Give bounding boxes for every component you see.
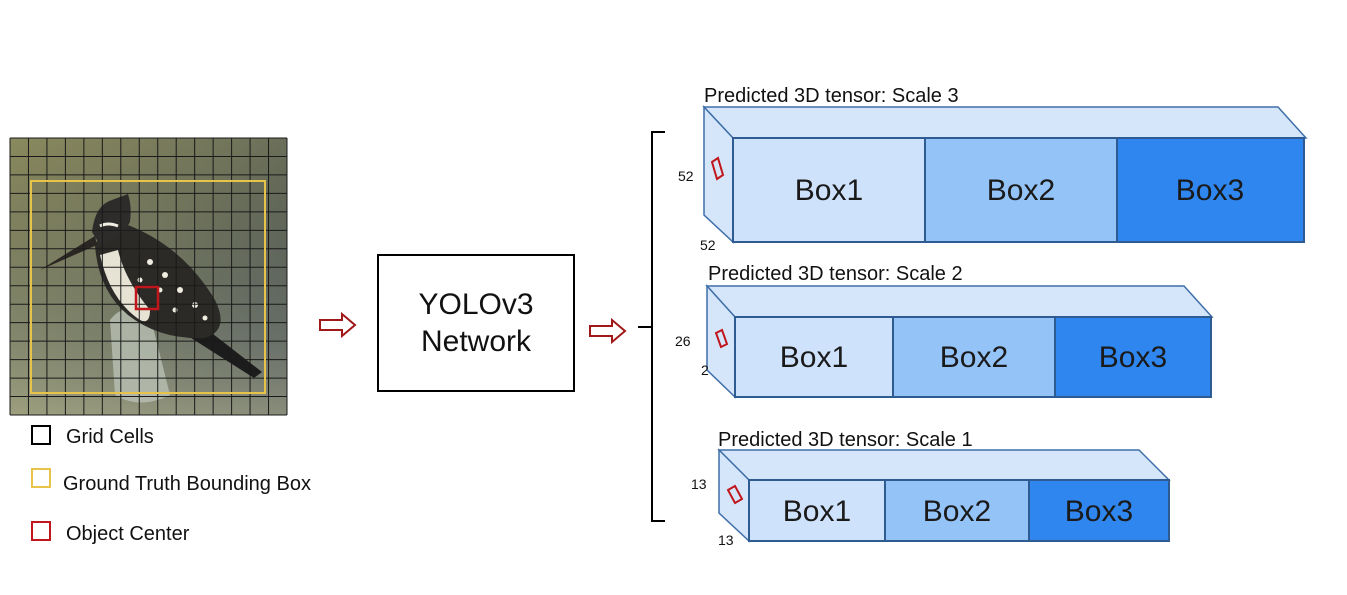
grid-cells-label: Grid Cells xyxy=(66,426,154,448)
object-center-swatch xyxy=(31,521,51,541)
tensor-title-scale-3: Predicted 3D tensor: Scale 3 xyxy=(704,85,959,107)
grid-cells xyxy=(9,137,288,416)
grid-cells-swatch xyxy=(31,425,51,445)
tensor-box-label: Box2 xyxy=(923,495,991,528)
ground-truth-swatch xyxy=(31,468,51,488)
tensor-box-label: Box3 xyxy=(1099,341,1167,374)
tensor-scale-3: Box1 Box2 Box3 xyxy=(702,105,1308,244)
tensor-box-label: Box1 xyxy=(795,174,863,207)
tensor-box-label: Box2 xyxy=(987,174,1055,207)
bird-photo xyxy=(10,138,287,415)
tensor-box-label: Box3 xyxy=(1065,495,1133,528)
tensor-box-label: Box1 xyxy=(780,341,848,374)
ground-truth-label: Ground Truth Bounding Box xyxy=(63,473,311,495)
tensor-title-scale-2: Predicted 3D tensor: Scale 2 xyxy=(708,263,963,285)
object-center-label: Object Center xyxy=(66,523,190,545)
tensor-scale-1: Box1 Box2 Box3 xyxy=(717,448,1171,543)
tensor-dim-height: 26 xyxy=(675,333,691,349)
network-title-line1: YOLOv3 xyxy=(418,288,534,321)
yolov3-network-box: YOLOv3 Network xyxy=(377,254,575,392)
network-title-line2: Network xyxy=(420,325,532,358)
ground-truth-bounding-box xyxy=(30,180,266,394)
tensor-scale-2: Box1 Box2 Box3 xyxy=(705,284,1214,399)
tensor-dim-width: 52 xyxy=(700,237,716,253)
tensor-dim-width: 2 xyxy=(701,362,709,378)
tensor-dim-width: 13 xyxy=(718,532,734,548)
tensor-box-label: Box2 xyxy=(940,341,1008,374)
tensor-dim-height: 52 xyxy=(678,168,694,184)
object-center-box xyxy=(134,285,160,311)
output-bracket xyxy=(638,131,665,522)
hollow-right-arrow-icon xyxy=(589,317,627,345)
tensor-dim-height: 13 xyxy=(691,476,707,492)
tensor-box-label: Box3 xyxy=(1176,174,1244,207)
tensor-box-label: Box1 xyxy=(783,495,851,528)
hollow-right-arrow-icon xyxy=(319,311,357,339)
tensor-title-scale-1: Predicted 3D tensor: Scale 1 xyxy=(718,429,973,451)
